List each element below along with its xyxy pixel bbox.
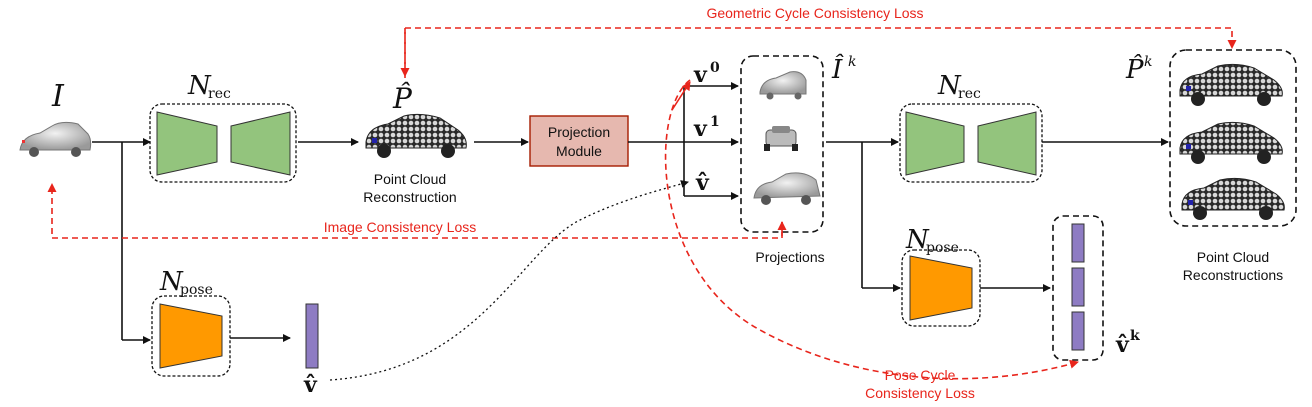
encoder-2 [905,111,965,176]
n-rec-2-sub: rec [958,86,981,102]
recon-car-2 [1179,121,1283,164]
recons-label-line1: Point Cloud [1197,249,1269,265]
vhat-k-label: v̂ [1115,332,1130,358]
input-image-label: I [51,79,65,114]
point-cloud-car [365,113,467,158]
pose-loss-arrowhead-left [671,81,691,111]
input-car-image [19,121,92,157]
vhat-k-sup: k [1130,328,1140,344]
decoder-2 [977,111,1037,176]
pose-loss-label-line2: Consistency Loss [865,385,975,401]
pose-loss-label-line1: Pose Cycle [885,367,956,383]
n-pose-2-sub: pose [926,240,959,256]
i-hat-k-label: Î [831,53,844,85]
n-rec-1-sub: rec [208,86,231,102]
n-pose-1-box [151,295,231,377]
pose-vector-vhat [305,303,319,369]
projection-module-box [529,115,629,167]
pose-encoder-2 [909,255,973,321]
image-loss-label: Image Consistency Loss [324,219,477,235]
decoder-1 [230,111,291,176]
p-hat-k-label: P̂ [1125,54,1144,85]
projection-car-1 [759,71,807,100]
v0-sup: 0 [710,60,720,76]
projection-module-label-line2: Module [556,143,602,159]
p-hat-k-sup: k [1144,54,1152,70]
reconstructions-box [1169,49,1297,227]
i-hat-k-sup: k [848,54,856,70]
projections-box [740,55,824,233]
image-loss-arrow [47,183,783,239]
projection-car-2 [764,126,798,151]
projection-module-label-line1: Projection [548,124,610,140]
v0-label: v [693,62,708,88]
pose-encoder-1 [159,303,223,369]
pose-vector-1 [1071,223,1085,263]
pose-vector-2 [1071,267,1085,307]
n-rec-2-symbol: N [937,71,962,101]
p-hat-label: P̂ [392,82,413,115]
recon-car-3 [1181,177,1285,220]
vhat-to-view-dotted-link [329,180,689,381]
geometric-loss-label: Geometric Cycle Consistency Loss [706,5,923,21]
n-pose-2-box [901,249,981,327]
point-cloud-label-line1: Point Cloud [374,171,446,187]
v1-sup: 1 [710,114,720,130]
recons-label-line2: Reconstructions [1183,267,1283,283]
pose-vector-3 [1071,311,1085,351]
projection-car-3 [753,172,821,205]
v1-label: v [693,116,708,142]
n-pose-1-symbol: N [159,267,184,297]
vhat-bottom-label: v̂ [303,372,318,398]
n-rec-1-box [149,103,297,183]
projections-label: Projections [755,249,824,265]
point-cloud-label-line2: Reconstruction [363,189,456,205]
encoder-1 [156,111,218,176]
n-pose-1-sub: pose [180,282,213,298]
geometric-loss-arrow [404,27,1237,78]
n-rec-1-symbol: N [187,71,212,101]
recon-car-1 [1179,63,1283,106]
vhat-label: v̂ [695,170,710,196]
